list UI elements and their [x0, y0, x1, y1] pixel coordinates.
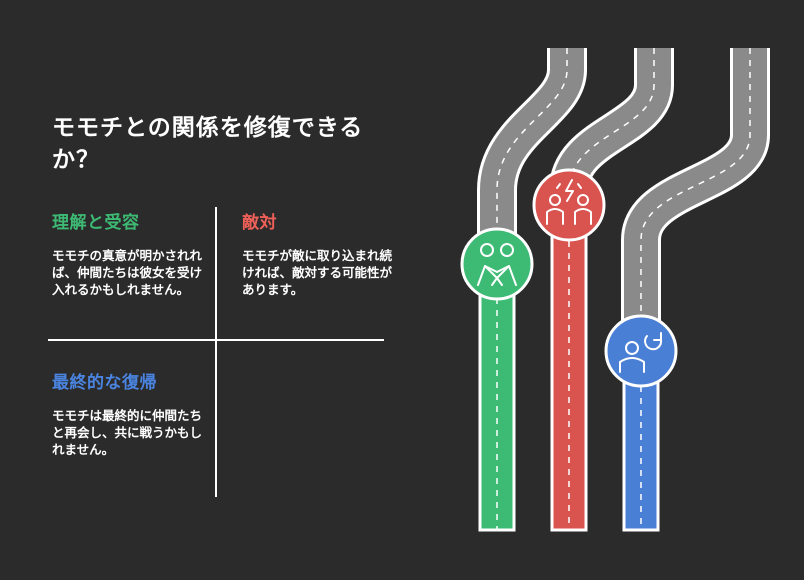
reconcile-people-icon	[460, 227, 534, 301]
grid-horizontal-divider	[48, 339, 384, 341]
conflict-people-icon	[532, 168, 606, 242]
outcome-understanding-text: モモチの真意が明かされれば、仲間たちは彼女を受け入れるかもしれません。	[52, 248, 203, 297]
outcome-return-text: モモチは最終的に仲間たちと再会し、共に戦うかもしれません。	[52, 408, 203, 457]
outcome-return-heading: 最終的な復帰	[52, 373, 157, 393]
road-green	[477, 48, 587, 532]
outcome-hostility: 敵対 モモチが敵に取り込まれ続ければ、敵対する可能性があります。	[242, 208, 392, 298]
outcome-hostility-text: モモチが敵に取り込まれ続ければ、敵対する可能性があります。	[242, 248, 393, 297]
outcome-return: 最終的な復帰 モモチは最終的に仲間たちと再会し、共に戦うかもしれません。	[52, 368, 202, 458]
page-title: モモチとの関係を修復できるか？	[52, 115, 364, 173]
outcome-hostility-heading: 敵対	[242, 213, 277, 233]
outcome-understanding: 理解と受容 モモチの真意が明かされれば、仲間たちは彼女を受け入れるかもしれません…	[52, 208, 202, 298]
outcome-understanding-heading: 理解と受容	[52, 213, 140, 233]
grid-vertical-divider	[215, 207, 217, 497]
return-person-icon	[604, 314, 678, 388]
